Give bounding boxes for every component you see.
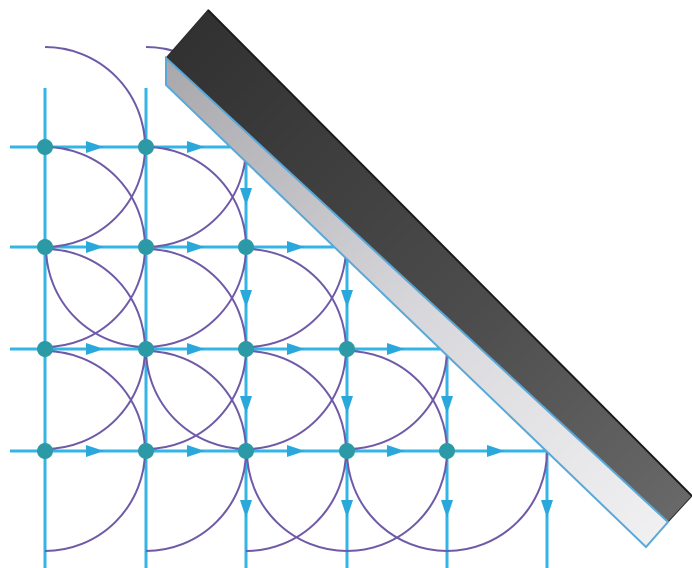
arrowhead-icon [240,188,252,206]
mirror-top-edge [207,9,692,497]
wavefront-point-icon [138,139,154,155]
arrowhead-icon [287,241,305,253]
wavefront-point-icon [37,239,53,255]
arrow-layer [86,141,553,518]
wavefront-point-icon [37,443,53,459]
wavefront-point-icon [138,341,154,357]
huygens-wavelet-icon [145,348,247,450]
arrowhead-icon [287,343,305,355]
arrowhead-icon [187,241,205,253]
arrowhead-icon [387,343,405,355]
wavefront-point-icon [138,443,154,459]
arrowhead-icon [240,396,252,414]
wavefront-point-icon [37,139,53,155]
plane-mirror-icon [165,9,692,549]
huygens-wavelet-icon [346,450,448,552]
arrowhead-icon [441,500,453,518]
arrowhead-icon [86,141,104,153]
wavefront-point-icon [339,443,355,459]
arrowhead-icon [341,396,353,414]
arrowhead-icon [487,445,505,457]
huygens-wavelet-icon [246,450,348,552]
arrowhead-icon [287,445,305,457]
arrowhead-icon [187,445,205,457]
wavefront-point-icon [238,341,254,357]
wavefront-point-icon [238,443,254,459]
arrowhead-icon [441,396,453,414]
arrowhead-icon [387,445,405,457]
arrowhead-icon [341,500,353,518]
arrowhead-icon [240,290,252,308]
wavefront-point-icon [138,239,154,255]
wavefront-point-icon [238,239,254,255]
mirror-front-face [165,55,670,549]
arrowhead-icon [187,343,205,355]
arrowhead-icon [86,241,104,253]
arrowhead-icon [86,343,104,355]
arrowhead-icon [240,500,252,518]
wavefront-point-icon [339,341,355,357]
arrowhead-icon [541,500,553,518]
wavefront-point-icon [439,443,455,459]
arrowhead-icon [341,290,353,308]
node-layer [37,139,455,459]
huygens-wavelet-icon [45,246,147,348]
wavefront-point-icon [37,341,53,357]
arrowhead-icon [86,445,104,457]
arrowhead-icon [187,141,205,153]
